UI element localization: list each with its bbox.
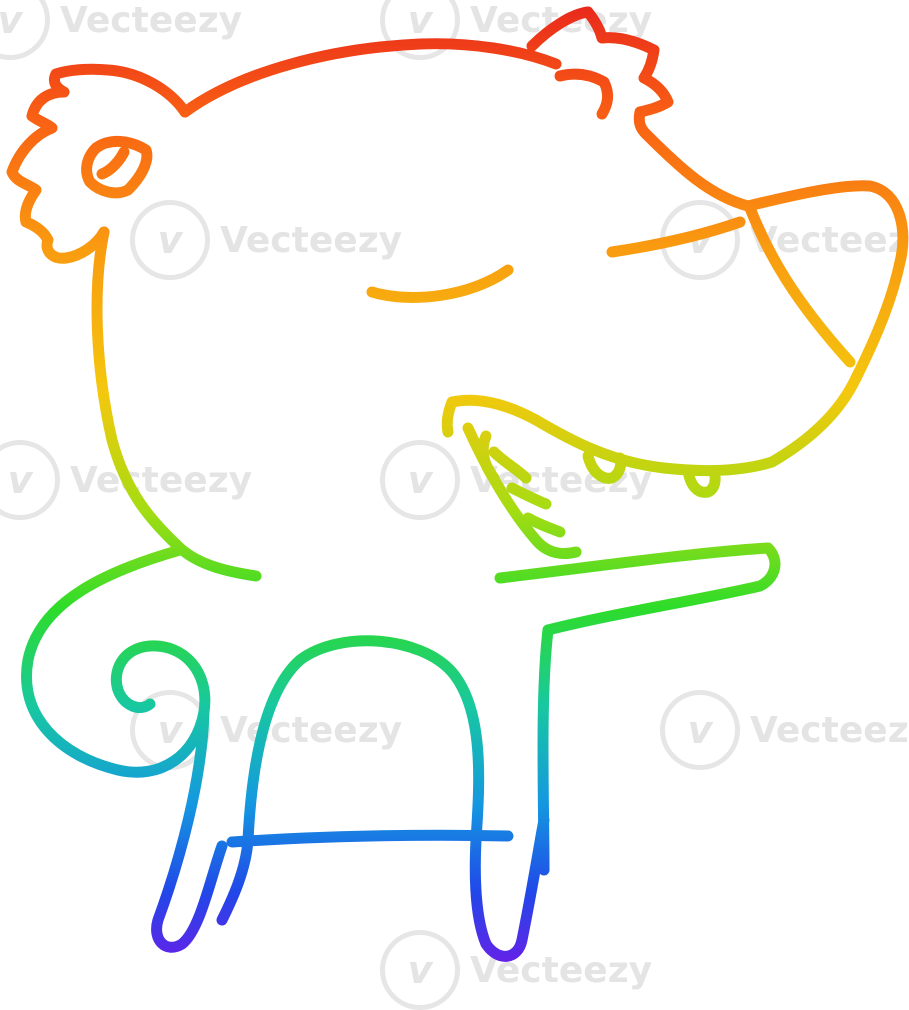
mouth-upper [446,372,862,476]
watermark-logo-icon: v [130,200,210,280]
right-eye [606,216,746,258]
tooth [488,446,532,484]
snout-tip [744,202,856,368]
tooth [582,450,627,484]
watermark-logo-icon: v [0,440,60,520]
leg-arch [242,635,550,962]
bear-illustration [6,6,909,962]
tail [21,544,211,778]
mouth-open [441,396,458,438]
tooth [506,482,552,510]
body-left-lower [151,706,228,953]
right-ear [526,6,674,140]
pointing-arm [494,542,781,636]
tooth [682,464,721,498]
head-top [179,38,562,118]
tooth [522,512,566,538]
body-left [91,226,262,582]
snout [640,128,909,384]
watermark-logo-icon: v [380,0,460,60]
left-ear [6,63,191,264]
waistband [226,829,514,848]
left-inner-ear [81,136,153,199]
watermark-logo-icon: v [380,440,460,520]
watermark-logo-icon: v [660,690,740,770]
left-eye [366,264,514,303]
